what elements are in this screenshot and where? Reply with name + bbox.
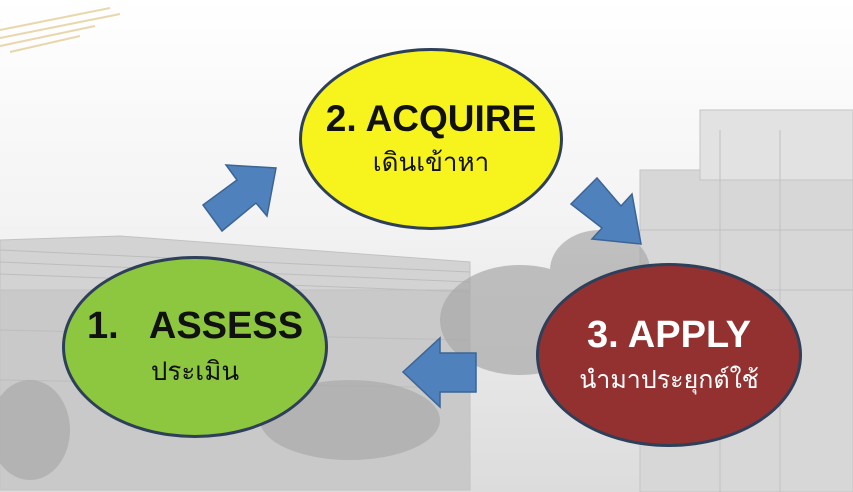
arrow-down-right-icon xyxy=(569,176,642,245)
assess-title: 1. ASSESS xyxy=(86,305,304,348)
assess-node: 1. ASSESS ประเมิน xyxy=(62,256,328,438)
decorative-streaks xyxy=(0,7,121,53)
arrow-up-right-icon xyxy=(201,164,277,233)
acquire-title: 2. ACQUIRE xyxy=(325,97,537,139)
acquire-node: 2. ACQUIRE เดินเข้าหา xyxy=(299,48,563,230)
acquire-subtitle: เดินเข้าหา xyxy=(372,147,490,178)
arrow-left-icon xyxy=(401,336,477,409)
apply-subtitle: นำมาประยุกต์ใช้ xyxy=(579,365,759,394)
apply-node: 3. APPLY นำมาประยุกต์ใช้ xyxy=(536,263,802,447)
assess-subtitle: ประเมิน xyxy=(150,355,240,386)
apply-title: 3. APPLY xyxy=(586,313,752,356)
